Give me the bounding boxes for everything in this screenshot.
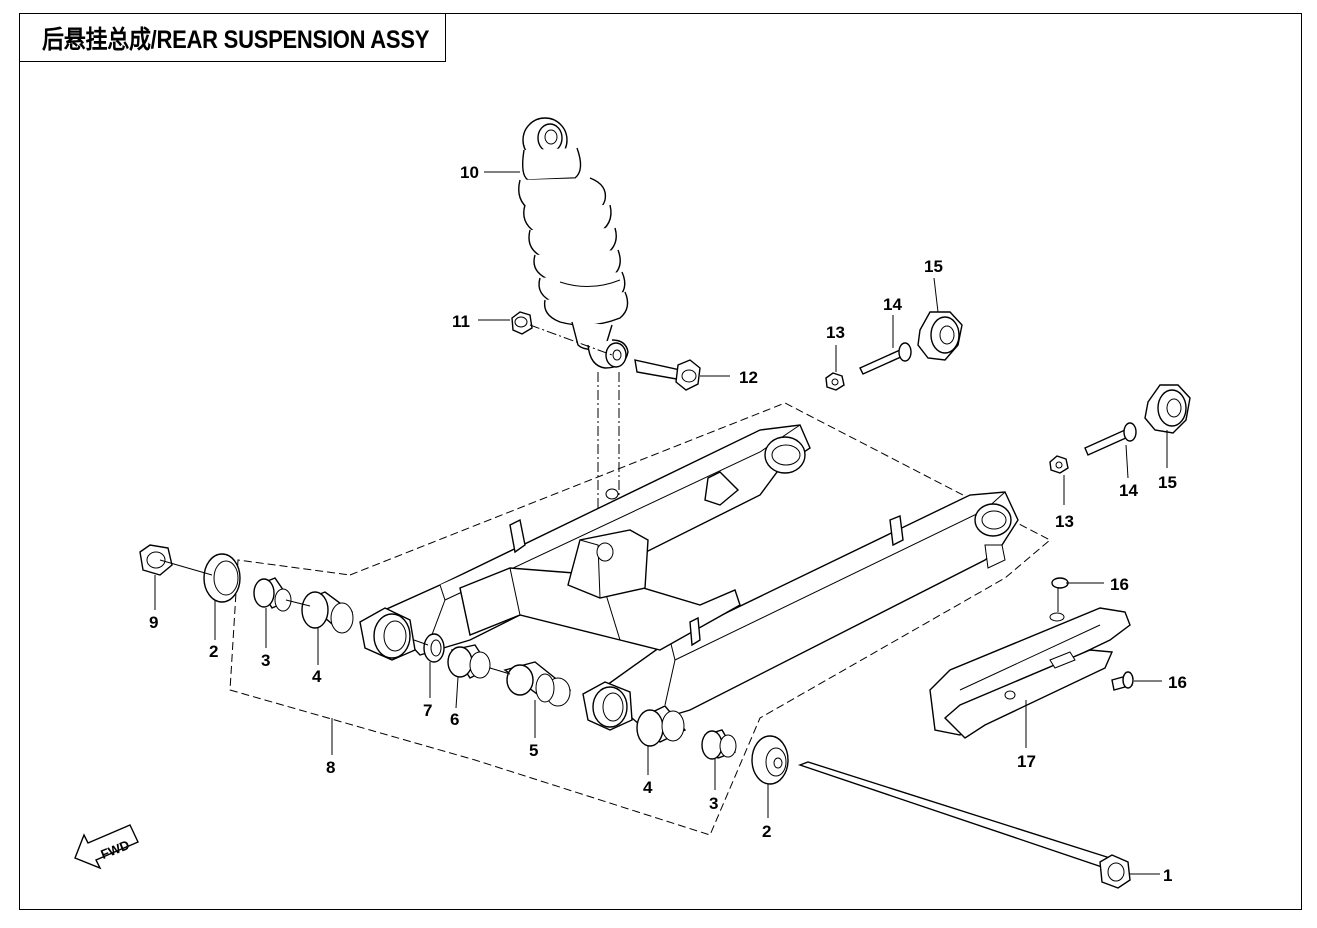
- collar-3-left: [253, 577, 292, 612]
- callout-15-lower: 15: [1158, 473, 1177, 492]
- screw-16-lower: [1111, 671, 1134, 691]
- collar-6: [447, 644, 492, 679]
- callout-1: 1: [1163, 866, 1172, 885]
- nut-11: [511, 311, 533, 335]
- bolt-12: [634, 359, 701, 391]
- callout-13-lower: 13: [1055, 512, 1074, 531]
- bearing-4-left: [301, 591, 354, 634]
- callout-2-right: 2: [762, 822, 771, 841]
- callout-14-upper: 14: [883, 295, 902, 314]
- callout-17: 17: [1017, 752, 1036, 771]
- dust-seal-2-right: [751, 735, 789, 785]
- callout-15-upper: 15: [924, 257, 943, 276]
- chain-guide-17: [929, 607, 1131, 739]
- callout-2-left: 2: [209, 642, 218, 661]
- callout-8: 8: [326, 758, 335, 777]
- page-title: 后悬挂总成/REAR SUSPENSION ASSY: [42, 25, 430, 54]
- bearing-4-right: [636, 705, 687, 747]
- callout-9: 9: [149, 613, 158, 632]
- adjuster-set-lower: [1049, 384, 1191, 474]
- callout-12: 12: [739, 368, 758, 387]
- drawing-frame: [19, 13, 1302, 910]
- callout-13-upper: 13: [826, 323, 845, 342]
- adjuster-set-upper: [825, 311, 963, 391]
- callout-3-left: 3: [261, 651, 270, 670]
- shock-absorber: [518, 117, 629, 369]
- swingarm-group-outline: [229, 402, 1051, 836]
- title-box: 后悬挂总成/REAR SUSPENSION ASSY: [19, 13, 446, 62]
- callout-16-lower: 16: [1168, 673, 1187, 692]
- callout-10: 10: [460, 163, 479, 182]
- spacer-7: [423, 633, 445, 663]
- bushing-5: [503, 661, 572, 707]
- callout-14-lower: 14: [1119, 481, 1138, 500]
- swingarm: [359, 424, 1019, 731]
- callout-11: 11: [452, 312, 470, 331]
- nut-9: [139, 544, 173, 576]
- callout-4-left: 4: [312, 667, 322, 686]
- dust-seal-2-left: [203, 553, 241, 603]
- callout-16-upper: 16: [1110, 575, 1129, 594]
- callout-4-right: 4: [643, 778, 653, 797]
- callout-7: 7: [423, 701, 432, 720]
- pivot-shaft-1: [797, 761, 1131, 889]
- screw-16-upper: [1049, 577, 1069, 622]
- callout-6: 6: [450, 710, 459, 729]
- callout-5: 5: [529, 741, 538, 760]
- callout-3-right: 3: [709, 794, 718, 813]
- collar-3-right: [701, 729, 737, 760]
- fwd-arrow-icon: FWD: [74, 824, 139, 870]
